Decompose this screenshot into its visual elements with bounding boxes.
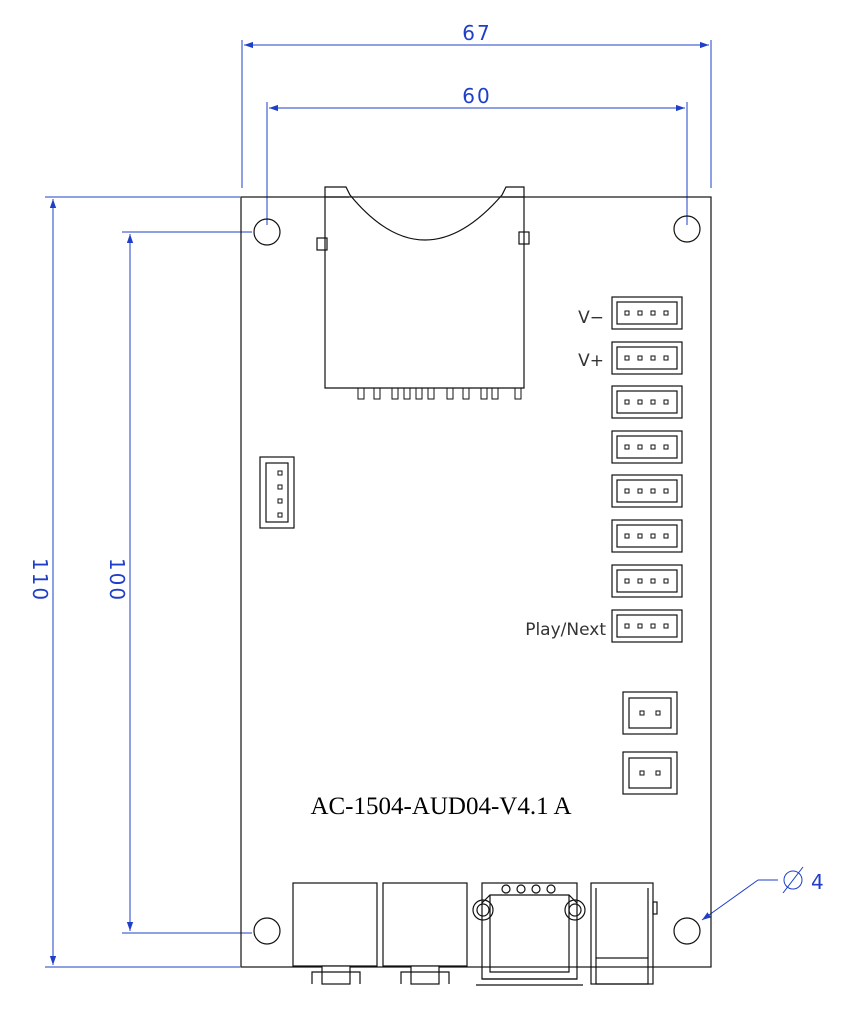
label-v-minus: V− — [578, 308, 604, 328]
sd-pin — [357, 387, 365, 400]
two-pin-connector-2 — [622, 751, 678, 795]
label-play-next: Play/Next — [525, 620, 606, 640]
four-pin-connector-2 — [611, 341, 683, 375]
audio-jack-1 — [292, 882, 378, 985]
right-connectors — [611, 296, 683, 643]
diameter-icon — [783, 870, 803, 890]
four-pin-connector-4 — [611, 430, 683, 464]
usb-connector — [472, 882, 586, 986]
four-pin-connector-8 — [611, 609, 683, 643]
dim-hole-diameter: 4 — [701, 866, 826, 921]
dim-height-outer-label: 110 — [28, 558, 52, 602]
four-pin-connector-6 — [611, 519, 683, 553]
sd-pin — [491, 387, 499, 400]
two-pin-connector-1 — [622, 691, 678, 735]
dim-height-holes: 100 — [105, 231, 252, 934]
sd-pin — [391, 387, 399, 400]
mounting-hole-bottom-left — [253, 917, 281, 945]
mounting-hole-top-left — [253, 218, 281, 246]
sd-pin — [446, 387, 454, 400]
sd-pin — [514, 387, 522, 400]
sd-pin — [403, 387, 411, 400]
sd-pin — [427, 387, 435, 400]
four-pin-connector-5 — [611, 474, 683, 508]
dim-height-outer: 110 — [28, 196, 240, 968]
sd-pin — [480, 387, 488, 400]
pcb-outline — [240, 196, 712, 968]
dim-hole-diameter-label: 4 — [811, 870, 826, 894]
audio-jack-2 — [382, 882, 468, 985]
label-v-plus: V+ — [578, 351, 604, 371]
board-model-label: AC-1504-AUD04-V4.1 A — [310, 793, 571, 820]
sd-pin — [462, 387, 470, 400]
four-pin-connector-7 — [611, 564, 683, 598]
sd-pin — [373, 387, 381, 400]
dim-width-outer: 67 — [241, 21, 712, 188]
four-pin-connector-1 — [611, 296, 683, 330]
dim-width-outer-label: 67 — [462, 21, 491, 45]
four-pin-connector-3 — [611, 385, 683, 419]
mounting-hole-bottom-right — [673, 917, 701, 945]
sd-card-slot — [316, 186, 530, 400]
sd-pin — [415, 387, 423, 400]
power-jack — [590, 882, 658, 985]
dim-height-holes-label: 100 — [105, 558, 129, 602]
dim-width-holes: 60 — [266, 84, 688, 225]
mounting-hole-top-right — [673, 215, 701, 243]
side-connector — [259, 456, 295, 529]
dim-width-holes-label: 60 — [462, 84, 491, 108]
